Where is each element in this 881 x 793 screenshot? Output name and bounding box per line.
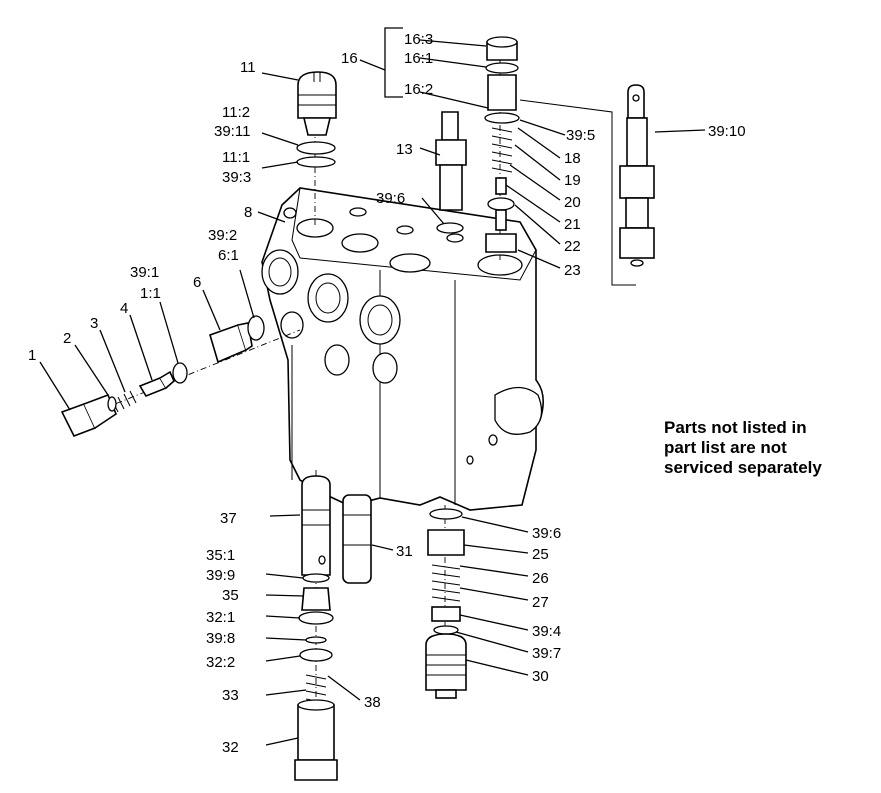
label-39-6-top: 39:6 xyxy=(376,190,405,207)
label-1-1: 1:1 xyxy=(140,285,161,302)
label-39-1: 39:1 xyxy=(130,264,159,281)
leader-lines xyxy=(39,72,706,746)
label-11-1: 11:1 xyxy=(222,149,250,166)
part-11-plug xyxy=(297,71,337,136)
label-26: 26 xyxy=(532,570,549,587)
valve-body xyxy=(261,187,544,511)
label-38: 38 xyxy=(364,694,381,711)
label-13: 13 xyxy=(396,141,413,158)
part-27-spring xyxy=(431,564,461,602)
label-19: 19 xyxy=(564,172,581,189)
part-16-2-body xyxy=(487,74,517,111)
part-32-2-washer xyxy=(299,648,333,662)
label-32: 32 xyxy=(222,739,239,756)
label-32-1: 32:1 xyxy=(206,609,235,626)
part-labels: 1 2 3 4 1:1 39:1 6 6:1 39:2 8 11 11:2 39… xyxy=(28,31,746,756)
part-39-6-oring-bottom xyxy=(429,508,463,520)
label-39-4: 39:4 xyxy=(532,623,561,640)
label-39-9: 39:9 xyxy=(206,567,235,584)
part-39-8-oring xyxy=(305,636,327,644)
label-39-10: 39:10 xyxy=(708,123,746,140)
label-23: 23 xyxy=(564,262,581,279)
part-35-piston xyxy=(301,587,331,611)
label-2: 2 xyxy=(63,330,71,347)
service-note-line-2: part list are not xyxy=(664,438,787,457)
label-6-1: 6:1 xyxy=(218,247,239,264)
label-35-1: 35:1 xyxy=(206,547,235,564)
label-8: 8 xyxy=(244,204,252,221)
label-16: 16 xyxy=(341,50,358,67)
part-39-5-oring xyxy=(484,112,520,124)
label-39-5: 39:5 xyxy=(566,127,595,144)
part-19-spring xyxy=(491,127,513,173)
label-18: 18 xyxy=(564,150,581,167)
part-31-spool xyxy=(342,494,372,584)
label-1: 1 xyxy=(28,347,36,364)
service-note-line-1: Parts not listed in xyxy=(664,418,807,437)
label-39-6-bottom: 39:6 xyxy=(532,525,561,542)
part-13-spool xyxy=(435,111,467,211)
label-16-1: 16:1 xyxy=(404,50,433,67)
label-6: 6 xyxy=(193,274,201,291)
label-16-2: 16:2 xyxy=(404,81,433,98)
label-11: 11 xyxy=(240,59,256,76)
part-11-1-oring xyxy=(296,156,336,168)
part-39-4-seat xyxy=(431,606,461,622)
part-39-7-oring xyxy=(433,625,459,635)
label-35: 35 xyxy=(222,587,239,604)
part-16-3-cap xyxy=(486,36,518,61)
label-20: 20 xyxy=(564,194,581,211)
label-4: 4 xyxy=(120,300,128,317)
label-16-3: 16:3 xyxy=(404,31,433,48)
part-32-plug xyxy=(294,699,338,781)
part-30-plug xyxy=(425,633,467,699)
label-39-8: 39:8 xyxy=(206,630,235,647)
label-22: 22 xyxy=(564,238,581,255)
service-note-line-3: serviced separately xyxy=(664,458,822,477)
part-21-washer xyxy=(487,197,515,211)
label-32-2: 32:2 xyxy=(206,654,235,671)
service-note: Parts not listed in part list are not se… xyxy=(664,418,874,478)
part-1-1-oring xyxy=(172,362,188,384)
part-33-spring xyxy=(305,674,327,704)
label-25: 25 xyxy=(532,546,549,563)
part-11-2-ring xyxy=(296,141,336,155)
part-25-cap xyxy=(427,529,465,556)
label-39-2: 39:2 xyxy=(208,227,237,244)
part-6-cap xyxy=(209,322,253,364)
part-4-poppet xyxy=(138,370,175,397)
label-27: 27 xyxy=(532,594,549,611)
part-6-1-oring xyxy=(247,315,265,341)
part-16-1-ring xyxy=(485,62,519,74)
label-39-3: 39:3 xyxy=(222,169,251,186)
label-39-11: 39:11 xyxy=(214,123,250,140)
part-23-seat xyxy=(485,233,517,253)
part-39-10-spool xyxy=(619,84,655,267)
part-39-6-oring-top xyxy=(436,222,464,234)
part-32-1-oring xyxy=(298,611,334,625)
label-39-7: 39:7 xyxy=(532,645,561,662)
part-2-3-spring xyxy=(107,390,137,413)
label-33: 33 xyxy=(222,687,239,704)
part-39-9-oring xyxy=(302,573,330,583)
part-22-stem xyxy=(495,209,507,231)
label-21: 21 xyxy=(564,216,581,233)
part-37-spool xyxy=(301,475,331,576)
label-31: 31 xyxy=(396,543,413,560)
label-3: 3 xyxy=(90,315,98,332)
label-37: 37 xyxy=(220,510,237,527)
label-30: 30 xyxy=(532,668,549,685)
label-11-2: 11:2 xyxy=(222,104,250,121)
part-20-pin xyxy=(495,177,507,195)
